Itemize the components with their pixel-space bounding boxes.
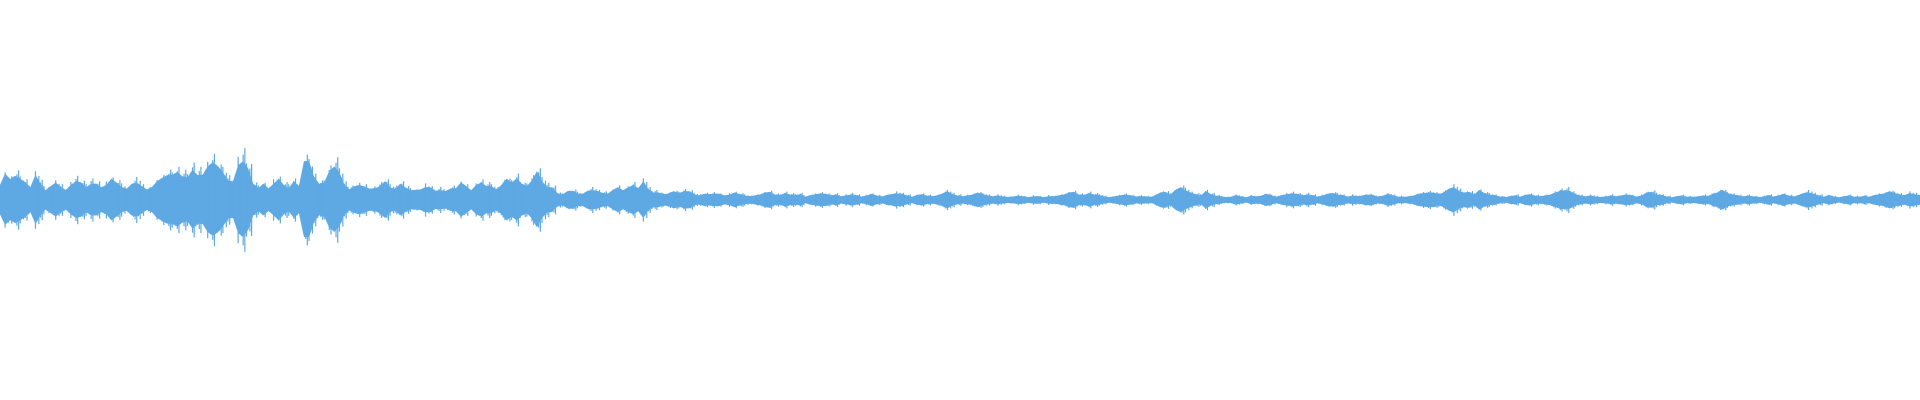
waveform-envelope (0, 160, 1920, 238)
